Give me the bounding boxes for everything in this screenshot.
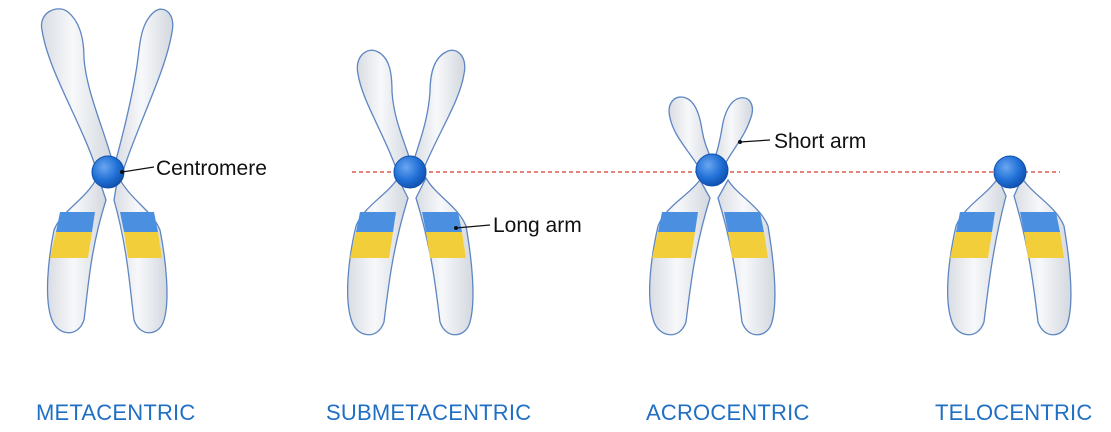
telocentric-centromere	[994, 156, 1026, 188]
submetacentric-lower-left-arm	[348, 178, 408, 335]
long-arm-callout: Long arm	[454, 214, 582, 237]
acrocentric-lower-left-arm	[650, 180, 710, 335]
acrocentric-chromosome	[650, 97, 775, 335]
blue-band	[956, 212, 995, 232]
metacentric-label: METACENTRIC	[36, 400, 195, 426]
yellow-band	[1024, 232, 1064, 258]
blue-band	[1020, 212, 1060, 232]
long-arm-callout-label: Long arm	[493, 214, 582, 237]
blue-band	[724, 212, 764, 232]
submetacentric-upper-left-arm	[357, 50, 410, 168]
metacentric-upper-left-arm	[41, 9, 112, 168]
yellow-band	[350, 232, 393, 258]
submetacentric-upper-right-arm	[414, 50, 465, 168]
centromere-callout-label: Centromere	[156, 157, 267, 180]
metacentric-upper-right-arm	[116, 9, 173, 168]
yellow-band	[124, 232, 162, 258]
yellow-band	[50, 232, 92, 258]
telocentric-chromosome	[948, 156, 1071, 335]
blue-band	[56, 212, 95, 232]
yellow-band	[426, 232, 466, 258]
metacentric-lower-right-arm	[114, 176, 167, 333]
centromere-callout: Centromere	[120, 157, 267, 180]
yellow-band	[652, 232, 695, 258]
metacentric-centromere	[92, 156, 124, 188]
blue-band	[120, 212, 158, 232]
short-arm-callout-label: Short arm	[774, 130, 866, 153]
short-arm-callout: Short arm	[738, 130, 866, 153]
telocentric-label: TELOCENTRIC	[935, 400, 1092, 426]
telocentric-left-arm	[948, 178, 1006, 335]
yellow-band	[950, 232, 992, 258]
submetacentric-chromosome	[348, 50, 473, 335]
submetacentric-lower-right-arm	[416, 178, 473, 335]
submetacentric-centromere	[394, 156, 426, 188]
submetacentric-label: SUBMETACENTRIC	[326, 400, 531, 426]
acrocentric-centromere	[696, 154, 728, 186]
telocentric-right-arm	[1014, 178, 1071, 335]
yellow-band	[728, 232, 768, 258]
blue-band	[356, 212, 396, 232]
blue-band	[658, 212, 698, 232]
metacentric-lower-left-arm	[48, 176, 106, 333]
acrocentric-label: ACROCENTRIC	[646, 400, 810, 426]
metacentric-chromosome	[41, 9, 172, 333]
acrocentric-lower-right-arm	[718, 180, 775, 335]
